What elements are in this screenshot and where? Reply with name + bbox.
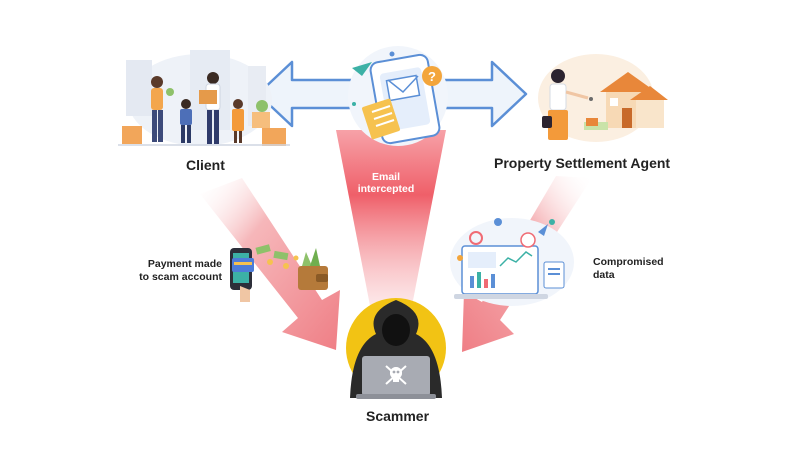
svg-text:?: ? bbox=[428, 69, 436, 84]
compromised-label-line2: data bbox=[593, 269, 615, 281]
hacker-illustration bbox=[346, 298, 446, 399]
email-phone-illustration: ? bbox=[348, 46, 448, 146]
compromised-label-line1: Compromised bbox=[593, 256, 664, 268]
phone-payment-illustration bbox=[230, 244, 328, 302]
dashboard-data-illustration bbox=[450, 218, 574, 306]
email-intercept-beam bbox=[336, 130, 446, 316]
agent-label: Property Settlement Agent bbox=[494, 155, 671, 171]
email-label-line2: intercepted bbox=[357, 183, 415, 195]
family-moving-illustration bbox=[118, 50, 290, 146]
agent-house-illustration bbox=[538, 54, 668, 142]
scammer-label: Scammer bbox=[366, 408, 430, 424]
email-label-line1: Email bbox=[371, 171, 400, 183]
payment-label-line1: Payment made bbox=[147, 258, 222, 270]
payment-label: Payment made to scam account bbox=[128, 258, 222, 284]
email-intercepted-label: Email intercepted bbox=[356, 171, 416, 195]
client-label: Client bbox=[186, 157, 225, 173]
compromised-data-label: Compromised data bbox=[593, 256, 683, 282]
payment-label-line2: to scam account bbox=[139, 271, 222, 283]
